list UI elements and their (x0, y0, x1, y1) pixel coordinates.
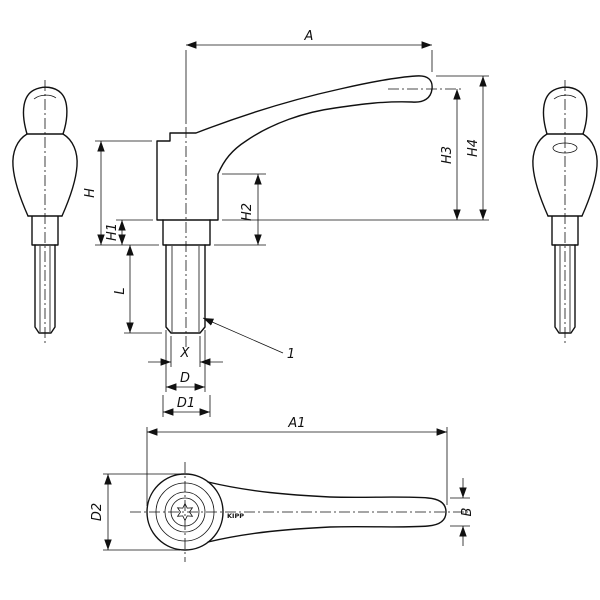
end-view-right (532, 80, 598, 345)
body-flank-right (61, 133, 78, 217)
thread-core-lines (39, 246, 51, 332)
extension-line (103, 473, 180, 551)
grip-dome-outline (542, 86, 588, 135)
hub-inner-circle-1 (155, 482, 215, 542)
thread-core-lines (171, 246, 200, 332)
dim-label-h4: H4 (466, 139, 481, 157)
dim-label-a1: A1 (287, 416, 305, 431)
dim-label-h2: H2 (240, 203, 255, 221)
screw-head-circle (164, 491, 206, 533)
screw-recess-circle (170, 497, 200, 527)
extension-line (146, 427, 448, 506)
body-flank-left (532, 133, 549, 217)
dim-label-h1: H1 (105, 223, 120, 241)
stud-outline (165, 244, 206, 334)
bushing-outline (162, 219, 211, 246)
hub-circle (146, 473, 224, 551)
callout-label-1: 1 (287, 347, 295, 362)
grip-inner-contour (553, 94, 577, 100)
dim-label-h: H (83, 188, 98, 198)
grip-dome-outline (22, 86, 68, 135)
bushing-outline (27, 215, 63, 246)
dimensions-side-view: A H4 H3 H H1 L H2 X D D1 (83, 29, 489, 417)
dim-label-d1: D1 (177, 396, 195, 411)
thread-core-lines (559, 246, 571, 332)
top-view: KIPP (130, 462, 468, 562)
dim-label-d: D (180, 371, 190, 386)
torx-recess (176, 502, 194, 522)
dim-label-x: X (180, 346, 191, 361)
extension-line (185, 50, 433, 124)
extension-line (165, 330, 206, 392)
leader-line-1 (202, 317, 284, 354)
through-hole (552, 142, 578, 154)
stud-outline (34, 244, 56, 334)
bushing-outline (547, 215, 583, 246)
body-flank-left (12, 133, 29, 217)
side-view (156, 75, 464, 347)
stud-outline (554, 244, 576, 334)
body-flank-right (581, 133, 598, 217)
dim-label-a: A (304, 29, 314, 44)
brand-stamp: KIPP (227, 512, 244, 520)
dim-label-b: B (460, 507, 475, 516)
dim-label-l: L (113, 287, 128, 294)
handle-top-view-outline (207, 481, 447, 543)
dim-label-d2: D2 (90, 503, 105, 521)
grip-inner-contour (33, 94, 57, 100)
end-view-left (12, 80, 78, 345)
lever-outline (156, 75, 433, 221)
dimensions-top-view: A1 B D2 (90, 416, 475, 551)
dim-label-h3: H3 (440, 146, 455, 164)
